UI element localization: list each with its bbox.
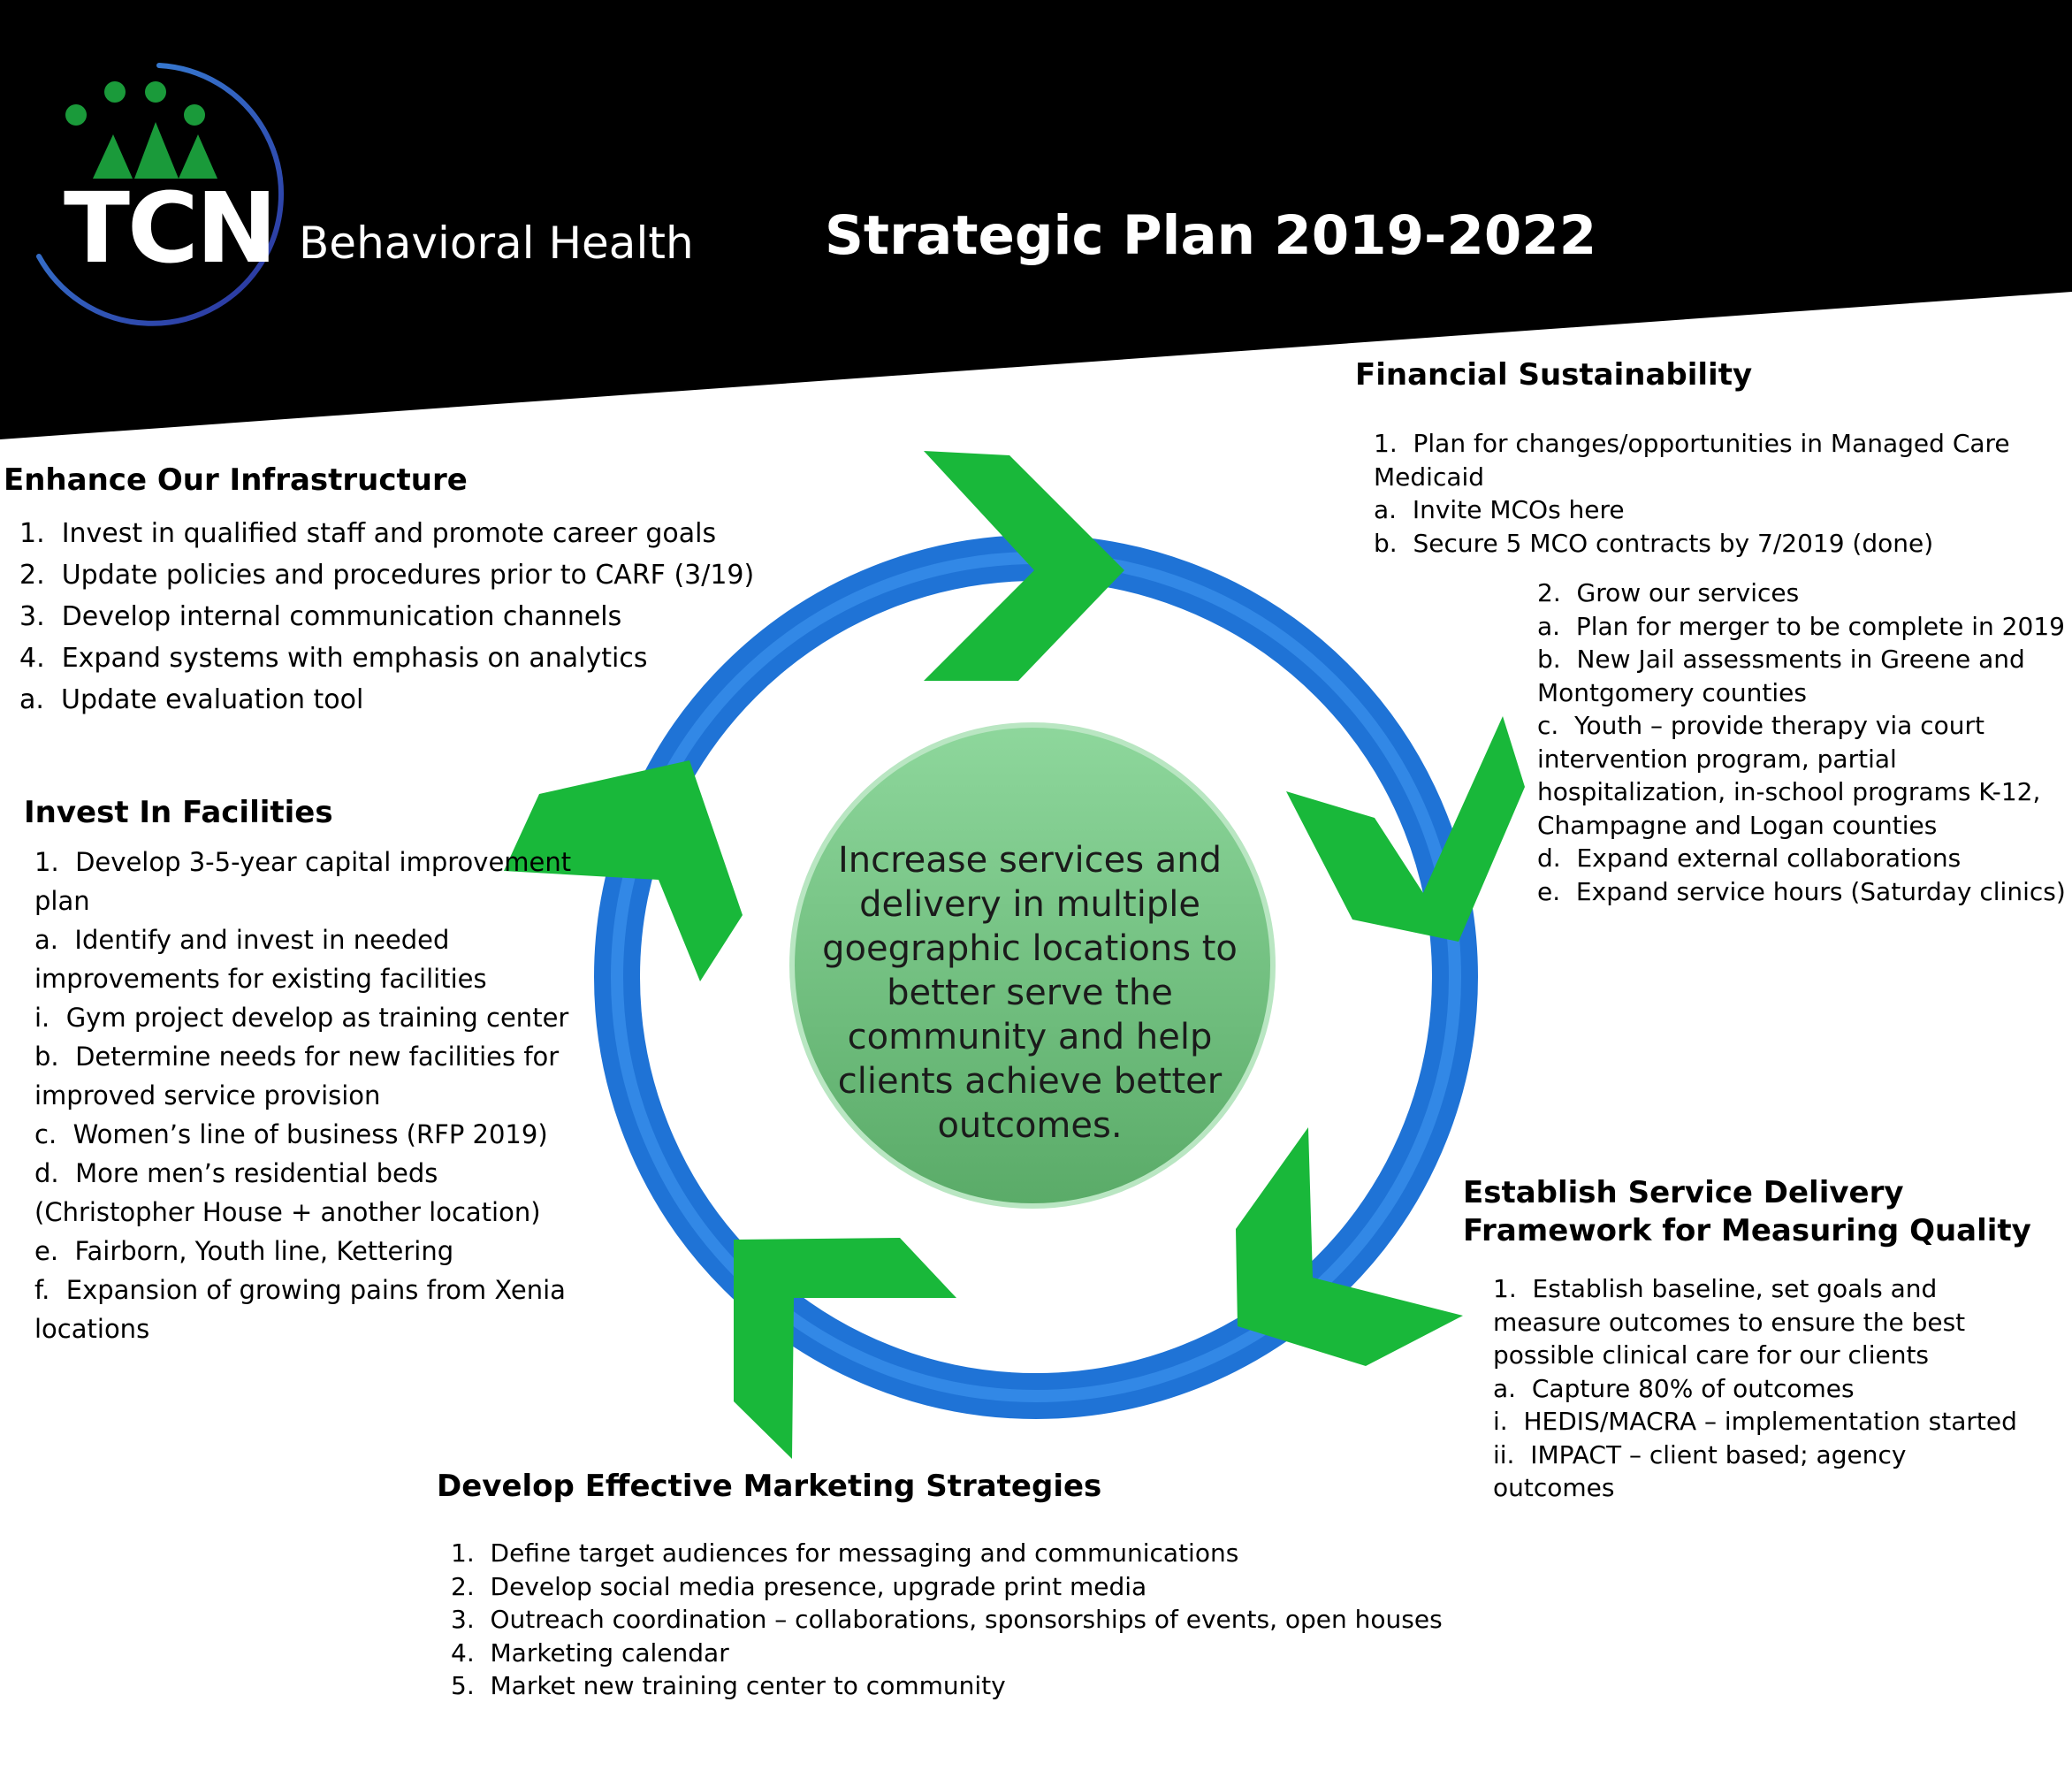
marketing-list: 1. Define target audiences for messaging… [451, 1537, 1600, 1703]
list-item: 1. Establish baseline, set goals and mea… [1493, 1274, 1974, 1370]
logo-wordmark: TCN [64, 172, 278, 285]
marketing-heading: Develop Effective Marketing Strategies [437, 1469, 1102, 1504]
list-item: 3. Outreach coordination – collaboration… [451, 1605, 1443, 1634]
arrow-right [1286, 716, 1525, 942]
list-item: a. Capture 80% of outcomes [1493, 1373, 1855, 1403]
list-item: 1. Develop 3-5-year capital improvement … [34, 847, 580, 916]
title-box [756, 184, 1827, 279]
list-item: b. Secure 5 MCO contracts by 7/2019 (don… [1374, 528, 1934, 558]
list-item: 2. Grow our services [1537, 578, 1800, 607]
list-item: b. New Jail assessments in Greene and Mo… [1537, 645, 2033, 707]
list-item: i. HEDIS/MACRA – implementation started [1493, 1407, 2017, 1436]
financial-list-b: 2. Grow our services a. Plan for merger … [1537, 576, 2072, 908]
list-item: 3. Develop internal communication channe… [19, 601, 622, 632]
quality-heading-line-1: Establish Service Delivery [1463, 1175, 1904, 1210]
list-item: i. Gym project develop as training cente… [34, 1003, 569, 1033]
list-item: 1. Invest in qualified staff and promote… [19, 518, 717, 549]
quality-heading-line-2: Framework for Measuring Quality [1463, 1213, 2031, 1248]
list-item: a. Identify and invest in needed improve… [34, 925, 487, 994]
list-item: e. Fairborn, Youth line, Kettering [34, 1236, 454, 1266]
list-item: 1. Plan for changes/opportunities in Man… [1374, 429, 2018, 492]
arrow-bottom-left [734, 1238, 956, 1459]
page-title: Strategic Plan 2019-2022 [825, 204, 1597, 267]
list-item: f. Expansion of growing pains from Xenia… [34, 1275, 575, 1344]
list-item: d. More men’s residential beds (Christop… [34, 1158, 541, 1227]
list-item: c. Youth – provide therapy via court int… [1537, 711, 2049, 840]
center-statement: Increase services and delivery in multip… [822, 840, 1238, 1146]
logo-subtitle: Behavioral Health [299, 218, 694, 269]
facilities-heading: Invest In Facilities [24, 795, 333, 830]
list-item: 2. Develop social media presence, upgrad… [451, 1571, 1147, 1601]
list-item: a. Invite MCOs here [1374, 495, 1625, 524]
center-circle [789, 722, 1276, 1209]
list-item: c. Women’s line of business (RFP 2019) [34, 1119, 548, 1149]
list-item: 4. Expand systems with emphasis on analy… [19, 643, 648, 674]
list-item: 4. Marketing calendar [451, 1637, 729, 1668]
tcn-logo [36, 63, 284, 326]
list-item: a. Update evaluation tool [19, 684, 364, 715]
list-item: ii. IMPACT – client based; agency outcom… [1493, 1439, 1915, 1503]
financial-list-a: 1. Plan for changes/opportunities in Man… [1374, 427, 2072, 560]
list-item: b. Determine needs for new facilities fo… [34, 1042, 568, 1111]
list-item: e. Expand service hours (Saturday clinic… [1537, 876, 2066, 906]
facilities-list: 1. Develop 3-5-year capital improvement … [34, 843, 600, 1348]
list-item: 1. Define target audiences for messaging… [451, 1538, 1239, 1568]
quality-list: 1. Establish baseline, set goals and mea… [1493, 1272, 2023, 1530]
list-item: 2. Update policies and procedures prior … [19, 560, 755, 591]
arrow-top [924, 451, 1124, 681]
list-item: a. Plan for merger to be complete in 201… [1537, 611, 2065, 641]
list-item: 5. Market new training center to communi… [451, 1671, 1006, 1700]
arrow-left [504, 760, 743, 981]
financial-heading: Financial Sustainability [1355, 357, 1753, 393]
list-item: d. Expand external collaborations [1537, 843, 1962, 873]
arrow-bottom-right [1236, 1127, 1463, 1366]
infrastructure-heading: Enhance Our Infrastructure [4, 462, 468, 498]
infrastructure-list: 1. Invest in qualified staff and promote… [19, 513, 780, 721]
